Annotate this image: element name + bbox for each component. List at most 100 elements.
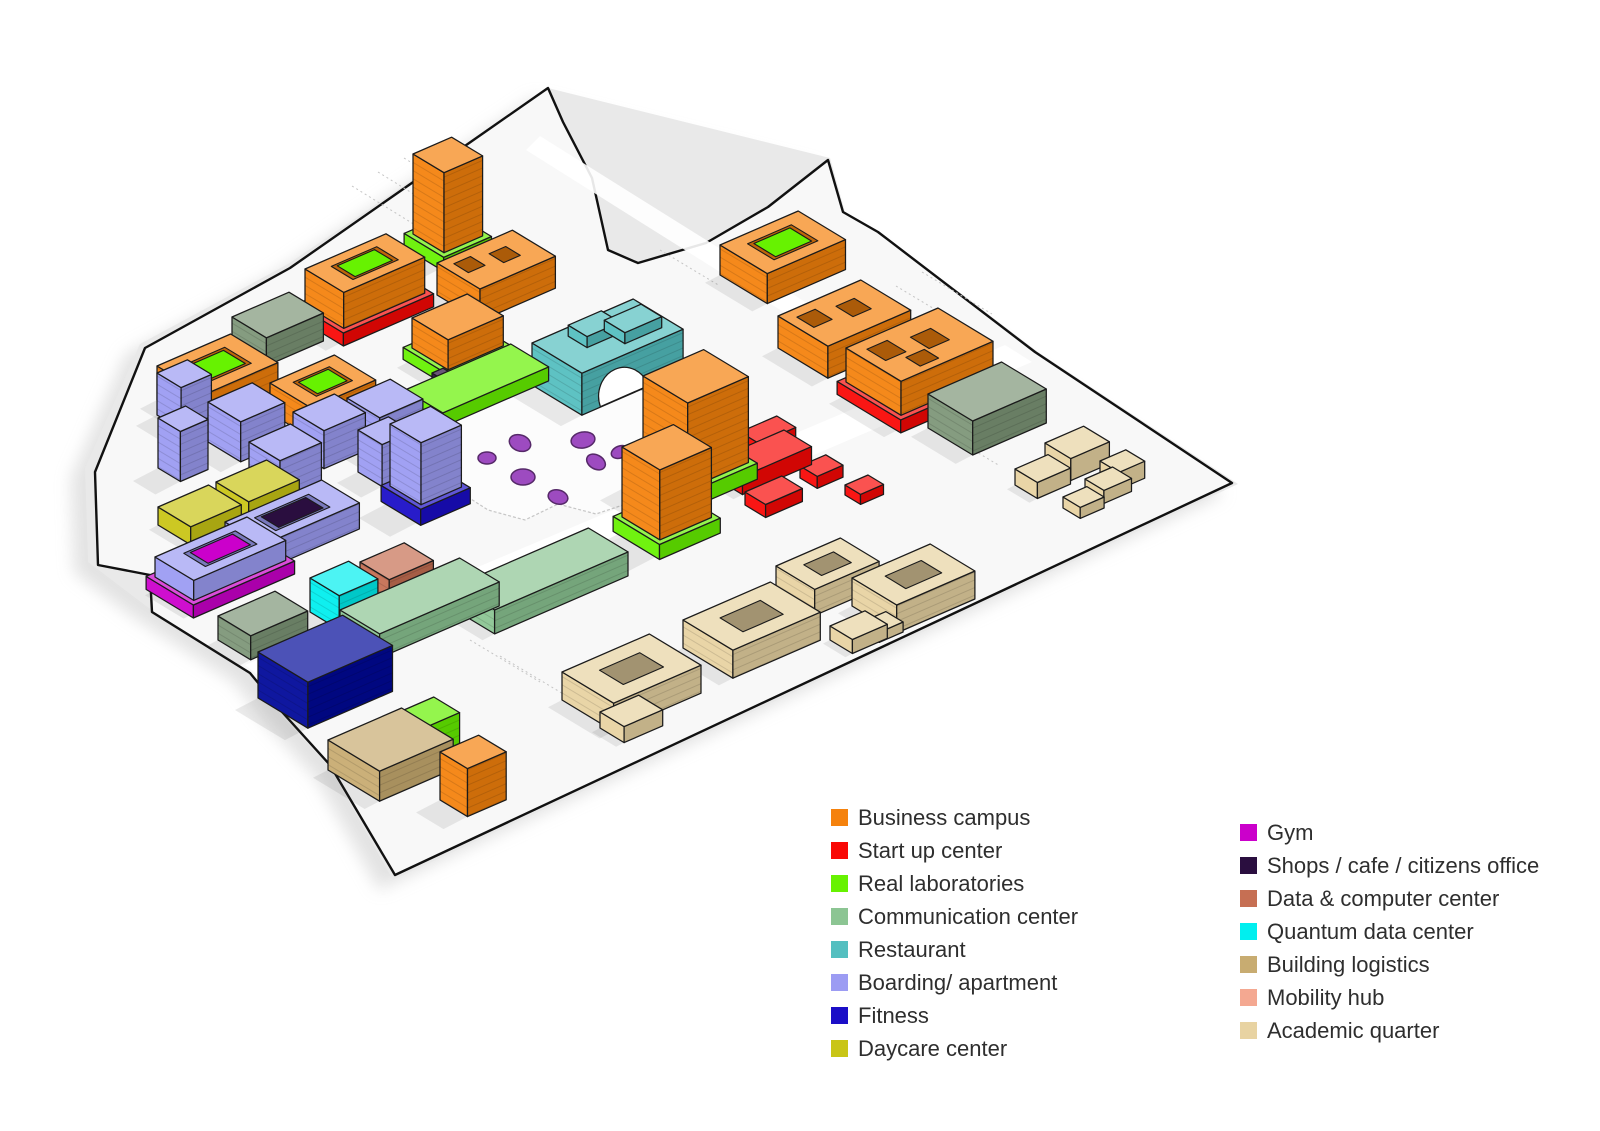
building-face-stripes [659,447,712,540]
building-face-stripes [250,611,308,660]
building-boarding [133,405,209,495]
tree [508,433,532,453]
building-face-stripes [532,343,582,416]
fitness-swatch [831,1007,848,1024]
building-face [339,557,500,635]
courtyard [297,368,348,395]
communication-swatch [831,908,848,925]
building-face [642,348,750,404]
logistics-swatch [1240,956,1257,973]
building-face-stripes [972,389,1047,455]
building-face [327,707,454,772]
building-face-stripes [846,348,901,416]
building-face [1084,466,1133,492]
building-face-stripes [467,751,507,817]
building-face-stripes [440,752,468,817]
legend-label-datacenter: Data & computer center [1267,885,1500,911]
building-existing [206,590,309,666]
building-face [404,343,550,414]
legend-item-communication: Communication center [831,900,1078,933]
building-face [156,359,213,389]
building-face [845,307,994,382]
building-face-stripes [262,502,360,571]
building-shadow [416,800,468,830]
legend-item-fitness: Fitness [831,999,1078,1032]
tree [570,431,596,449]
building-face [412,136,484,174]
legend-label-startup: Start up center [858,837,1003,863]
building-face [217,590,309,637]
building-face-stripes [421,425,462,505]
building-academic [1062,485,1105,520]
building-existing [911,361,1047,464]
building-face [603,303,663,334]
building-face-stripes [266,313,324,366]
building-face [346,378,424,419]
building-face-stripes [928,394,973,455]
building-startup [844,474,885,506]
building-face-stripes [720,245,768,304]
legend-label-restaurant: Restaurant [858,936,966,962]
datacenter-swatch [1240,890,1257,907]
legend-label-mobility: Mobility hub [1267,984,1385,1010]
building-shadow [829,395,901,438]
legend-item-reallabs: Real laboratories [831,867,1078,900]
building-academic [592,694,664,747]
building-startup [744,475,804,519]
legend-item-boarding: Boarding/ apartment [831,966,1078,999]
legend-label-boarding: Boarding/ apartment [858,969,1058,995]
legend-label-logistics: Building logistics [1267,951,1430,977]
courtyard [866,339,907,362]
building-face [739,415,797,445]
building-daycare [149,484,242,550]
building-face-stripes [683,620,733,679]
building-business [416,734,507,830]
building-face-stripes [343,257,425,329]
courtyard [905,348,940,367]
building-shadow [823,640,853,658]
legend-item-quantum: Quantum data center [1240,915,1539,948]
courtyard [260,496,324,528]
building-boarding [359,405,471,537]
building-academic [1007,453,1072,503]
legend-item-mobility: Mobility hub [1240,981,1539,1014]
daycare-swatch [831,1040,848,1057]
building-shadow [911,428,973,464]
building-face [257,614,394,683]
building-face-stripes [448,315,504,370]
building-shadow [1007,485,1038,503]
legend-item-shops: Shops / cafe / citizens office [1240,849,1539,882]
plan-detail-line [351,185,421,229]
building-face-stripes [328,740,380,802]
building-face [799,454,844,478]
building-face [621,423,713,471]
business-swatch [831,809,848,826]
building-face-stripes [444,155,483,253]
building-shadow [511,385,582,427]
restaurant-swatch [831,941,848,958]
building-face [292,393,367,432]
legend-label-daycare: Daycare center [858,1035,1008,1061]
building-face-stripes [390,424,421,505]
legend-label-gym: Gym [1267,819,1314,845]
building-face-stripes [358,430,383,487]
legend-label-academic: Academic quarter [1267,1017,1440,1043]
building-face-stripes [158,418,181,482]
courtyard [336,249,393,278]
building-shadow [313,770,380,809]
building-face-stripes [180,419,208,482]
quantum-swatch [1240,923,1257,940]
building-face [231,291,325,339]
building-shadow [592,728,625,747]
mobility-swatch [1240,989,1257,1006]
tree [547,489,569,505]
building-shadow [359,502,421,537]
building-business [705,210,847,312]
building-face [599,694,664,728]
building-face [411,293,504,341]
boarding-swatch [831,974,848,991]
